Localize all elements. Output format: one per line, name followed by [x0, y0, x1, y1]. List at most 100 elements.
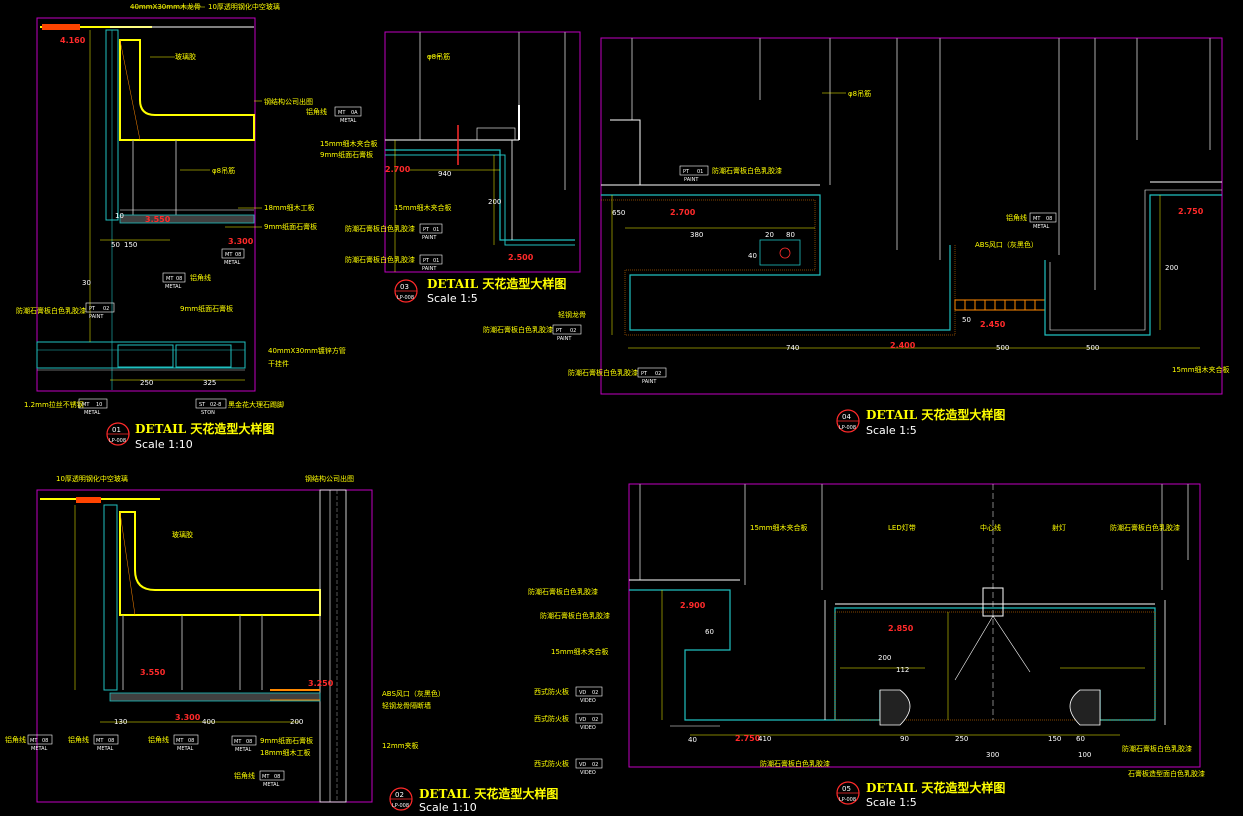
svg-text:08: 08: [274, 774, 280, 780]
d02-note-10: 铝角线: [148, 735, 169, 744]
d05-dim-6: 250: [955, 735, 968, 743]
d02-dim-1: 400: [202, 718, 215, 726]
d01-scale: Scale 1:10: [135, 438, 193, 451]
svg-text:02: 02: [592, 690, 598, 696]
d02-note-4: 轻钢龙骨隔断墙: [382, 701, 431, 710]
d03-ref: LP-008: [397, 295, 414, 301]
d04-dim-4: 40: [748, 252, 757, 260]
svg-text:MT: MT: [225, 252, 233, 258]
d02-scale: Scale 1:10: [419, 801, 477, 814]
d01-note-6: 9mm纸面石膏板: [264, 222, 317, 231]
d01-note-11: 干挂件: [268, 359, 289, 368]
d02-note-6: 9mm纸面石膏板: [260, 736, 313, 745]
svg-text:MT: MT: [96, 738, 104, 744]
d04-level-1: 2.750: [1178, 207, 1204, 216]
d05-note-1: LED灯带: [888, 523, 916, 532]
d04-note-1: 防潮石膏板白色乳胶漆: [712, 166, 782, 175]
d03-note-6: 铝角线: [306, 107, 327, 116]
svg-text:PT: PT: [89, 306, 96, 312]
svg-text:METAL: METAL: [263, 782, 280, 788]
d04-ref: LP-008: [839, 425, 856, 431]
d03-note-3: 15mm细木夹合板: [394, 203, 452, 212]
d02-level-1: 3.250: [308, 679, 334, 688]
d04-dim-2: 20: [765, 231, 774, 239]
svg-text:0A: 0A: [351, 110, 358, 116]
d05-note-6: 防潮石膏板白色乳胶漆: [540, 611, 610, 620]
svg-text:MT: MT: [30, 738, 38, 744]
d04-note-3: 铝角线: [1006, 213, 1027, 222]
svg-text:02: 02: [592, 717, 598, 723]
d04-dim-7: 500: [996, 344, 1009, 352]
d04-note-7: 15mm细木夹合板: [1172, 365, 1230, 374]
svg-text:VD: VD: [579, 690, 586, 696]
d01-dim-1: 50: [111, 241, 120, 249]
d02-note-1: 钢结构公司出图: [305, 474, 354, 483]
d03-level-1: 2.500: [508, 253, 534, 262]
d05-note-13: 石膏板造型面白色乳胶漆: [1128, 769, 1205, 778]
svg-text:08: 08: [1046, 216, 1052, 222]
svg-text:PT: PT: [423, 227, 430, 233]
d04-dim-5: 200: [1165, 264, 1178, 272]
d01-note-7: 铝角线: [190, 273, 211, 282]
d01-note-13: 黑金花大理石踢脚: [228, 400, 284, 409]
d02-note-3: ABS风口（灰黑色）: [382, 689, 445, 698]
svg-text:PAINT: PAINT: [684, 177, 699, 183]
d05-title: DETAIL 天花造型大样图: [866, 780, 1005, 795]
d04-dim-6: 740: [786, 344, 799, 352]
d05-dim-1: 112: [896, 666, 909, 674]
d01-dim-2: 150: [124, 241, 137, 249]
d05-level-1: 2.850: [888, 624, 914, 633]
d01-ref: LP-008: [109, 438, 126, 444]
svg-text:01: 01: [697, 169, 703, 175]
d04-no: 04: [842, 413, 851, 421]
d04-level-3: 2.400: [890, 341, 916, 350]
d05-level-2: 2.750: [735, 734, 761, 743]
d05-note-12: 防潮石膏板白色乳胶漆: [760, 759, 830, 768]
svg-text:08: 08: [246, 739, 252, 745]
d04-level-2: 2.450: [980, 320, 1006, 329]
d05-note-11: 西式防火板: [534, 759, 569, 768]
d05-note-4: 防潮石膏板白色乳胶漆: [1110, 523, 1180, 532]
svg-text:METAL: METAL: [97, 746, 114, 752]
d05-dim-7: 150: [1048, 735, 1061, 743]
svg-text:08: 08: [108, 738, 114, 744]
d01-note-1: 10厚透明钢化中空玻璃: [208, 2, 280, 11]
d04-scale: Scale 1:5: [866, 424, 917, 437]
d03-level-0: 2.700: [385, 165, 411, 174]
d02-note-7: 18mm细木工板: [260, 748, 311, 757]
d02-no: 02: [395, 791, 404, 799]
svg-text:MT: MT: [1033, 216, 1041, 222]
svg-text:10: 10: [96, 402, 102, 408]
d01-title: DETAIL 天花造型大样图: [135, 421, 274, 436]
detail-04: φ8吊筋 防潮石膏板白色乳胶漆 ABS风口（灰黑色） 铝角线 轻钢龙骨 防潮石膏…: [483, 37, 1230, 437]
svg-text:MT: MT: [82, 402, 90, 408]
svg-text:PAINT: PAINT: [89, 314, 104, 320]
svg-text:MT: MT: [338, 110, 346, 116]
detail-02: 10厚透明钢化中空玻璃 钢结构公司出图 玻璃胶 ABS风口（灰黑色） 轻钢龙骨隔…: [5, 474, 558, 814]
d02-note-2: 玻璃胶: [172, 530, 193, 539]
svg-text:PAINT: PAINT: [422, 266, 437, 272]
d02-note-5: 12mm夹板: [382, 741, 419, 750]
d03-note-2: 9mm纸面石膏板: [320, 150, 373, 159]
d05-note-9: 西式防火板: [534, 714, 569, 723]
d02-title: DETAIL 天花造型大样图: [419, 786, 558, 801]
svg-text:METAL: METAL: [235, 747, 252, 753]
d04-note-2: ABS风口（灰黑色）: [975, 240, 1038, 249]
svg-text:08: 08: [176, 276, 182, 282]
d04-note-5: 防潮石膏板白色乳胶漆: [483, 325, 553, 334]
svg-text:01: 01: [433, 227, 439, 233]
d01-dim-3: 250: [140, 379, 153, 387]
svg-text:METAL: METAL: [340, 118, 357, 124]
d05-dim-2: 60: [705, 628, 714, 636]
d01-dim-0: 10: [115, 212, 124, 220]
svg-text:02: 02: [592, 762, 598, 768]
d05-note-10: 防潮石膏板白色乳胶漆: [1122, 744, 1192, 753]
